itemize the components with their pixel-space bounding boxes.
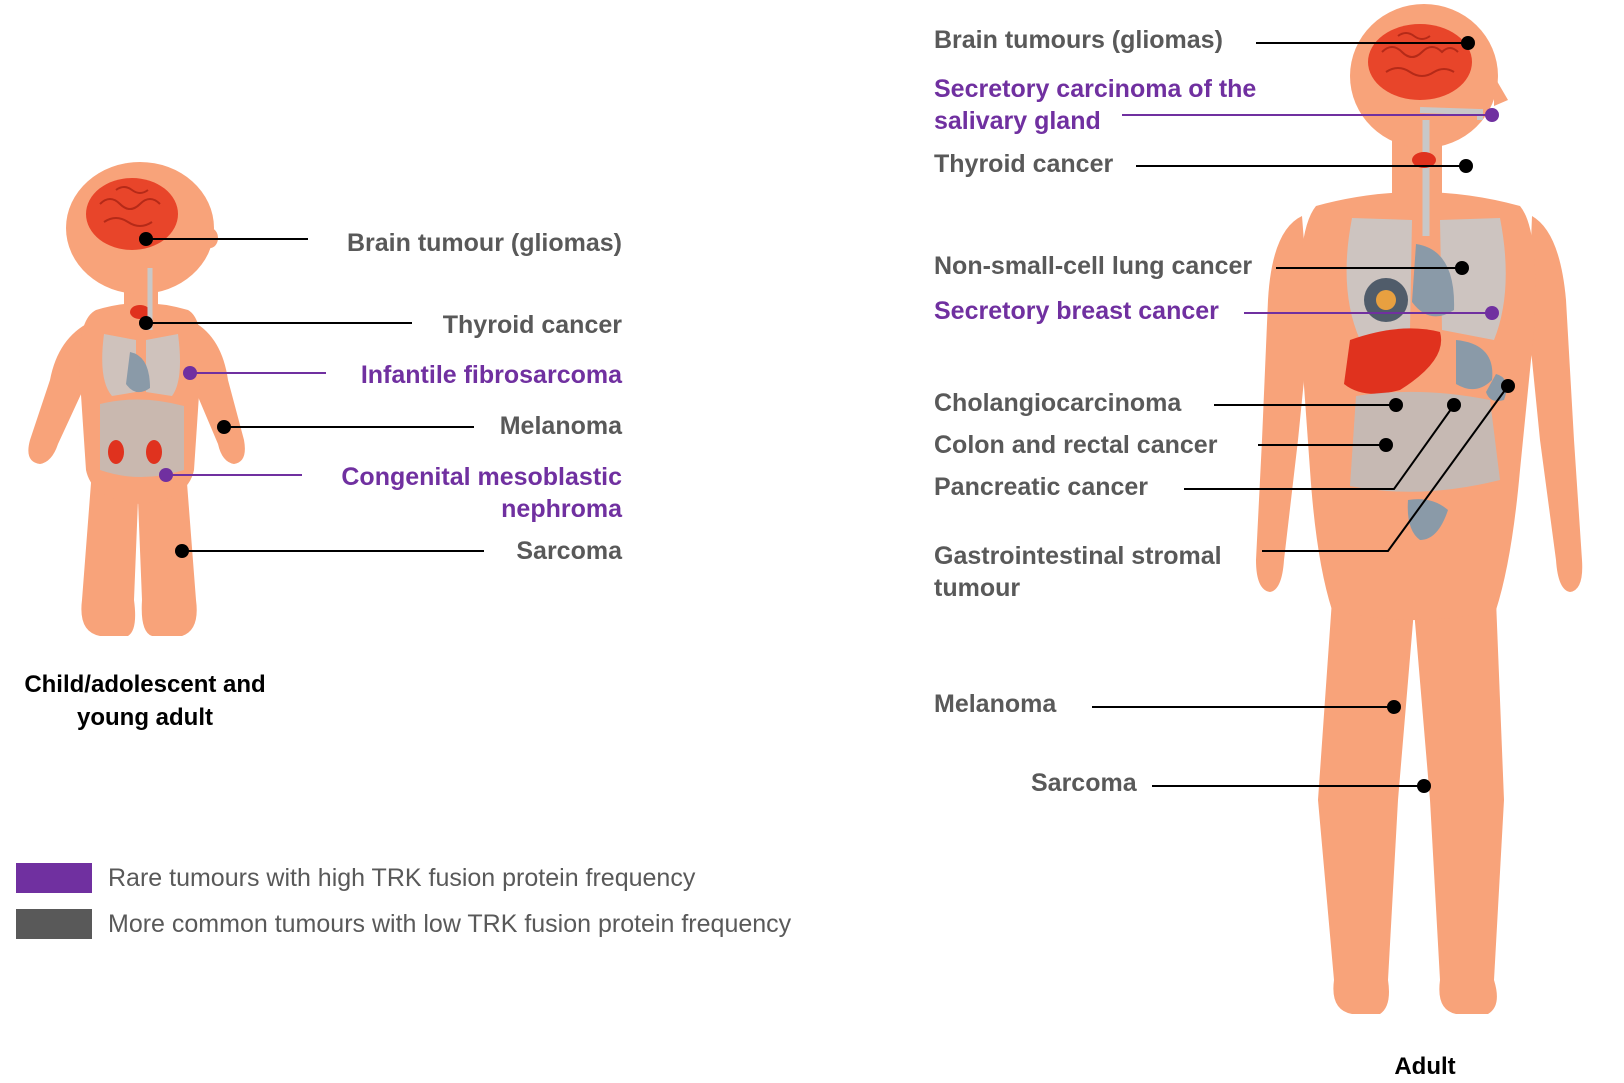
adult-marker-lung xyxy=(1455,261,1469,275)
adult-label-salivary-line2: salivary gland xyxy=(934,105,1101,137)
adult-label-sarcoma: Sarcoma xyxy=(1031,767,1137,799)
child-label-melanoma: Melanoma xyxy=(500,410,622,442)
legend-swatch-rare xyxy=(16,863,92,893)
adult-marker-brain xyxy=(1461,36,1475,50)
adult-label-lung: Non-small-cell lung cancer xyxy=(934,250,1252,282)
child-marker-melanoma xyxy=(217,420,231,434)
adult-marker-colon xyxy=(1379,438,1393,452)
child-label-nephroma-line2: nephroma xyxy=(501,493,622,525)
legend-swatch-common xyxy=(16,909,92,939)
adult-label-cholangiocarcinoma: Cholangiocarcinoma xyxy=(934,387,1181,419)
adult-label-brain: Brain tumours (gliomas) xyxy=(934,24,1223,56)
child-marker-fibrosarcoma xyxy=(183,366,197,380)
adult-label-thyroid: Thyroid cancer xyxy=(934,148,1113,180)
adult-marker-thyroid xyxy=(1459,159,1473,173)
legend-label-rare: Rare tumours with high TRK fusion protei… xyxy=(108,863,695,893)
adult-label-colon: Colon and rectal cancer xyxy=(934,429,1217,461)
adult-label-gist-line2: tumour xyxy=(934,572,1020,604)
adult-marker-sarcoma xyxy=(1417,779,1431,793)
adult-label-pancreatic: Pancreatic cancer xyxy=(934,471,1148,503)
child-label-fibrosarcoma: Infantile fibrosarcoma xyxy=(361,359,622,391)
adult-marker-melanoma xyxy=(1387,700,1401,714)
child-label-brain: Brain tumour (gliomas) xyxy=(347,227,622,259)
adult-marker-cholangiocarcinoma xyxy=(1389,398,1403,412)
adult-caption: Adult xyxy=(1380,1050,1470,1083)
child-caption-line1: Child/adolescent and xyxy=(0,668,290,701)
adult-label-melanoma: Melanoma xyxy=(934,688,1056,720)
child-marker-thyroid xyxy=(139,316,153,330)
adult-marker-salivary xyxy=(1485,108,1499,122)
child-marker-sarcoma xyxy=(175,544,189,558)
adult-marker-gist xyxy=(1501,379,1515,393)
child-marker-brain xyxy=(139,232,153,246)
adult-label-gist-line1: Gastrointestinal stromal xyxy=(934,540,1222,572)
adult-connector-gist xyxy=(1262,386,1508,551)
legend-label-common: More common tumours with low TRK fusion … xyxy=(108,909,791,939)
adult-marker-pancreatic xyxy=(1447,398,1461,412)
child-label-sarcoma: Sarcoma xyxy=(516,535,622,567)
child-caption-line2: young adult xyxy=(0,701,290,734)
child-caption: Child/adolescent and young adult xyxy=(0,668,290,734)
child-label-thyroid: Thyroid cancer xyxy=(443,309,622,341)
child-marker-nephroma xyxy=(159,468,173,482)
adult-marker-breast xyxy=(1485,306,1499,320)
adult-label-salivary-line1: Secretory carcinoma of the xyxy=(934,73,1256,105)
adult-label-breast: Secretory breast cancer xyxy=(934,295,1219,327)
adult-connector-pancreatic xyxy=(1184,405,1454,489)
child-label-nephroma-line1: Congenital mesoblastic xyxy=(341,461,622,493)
